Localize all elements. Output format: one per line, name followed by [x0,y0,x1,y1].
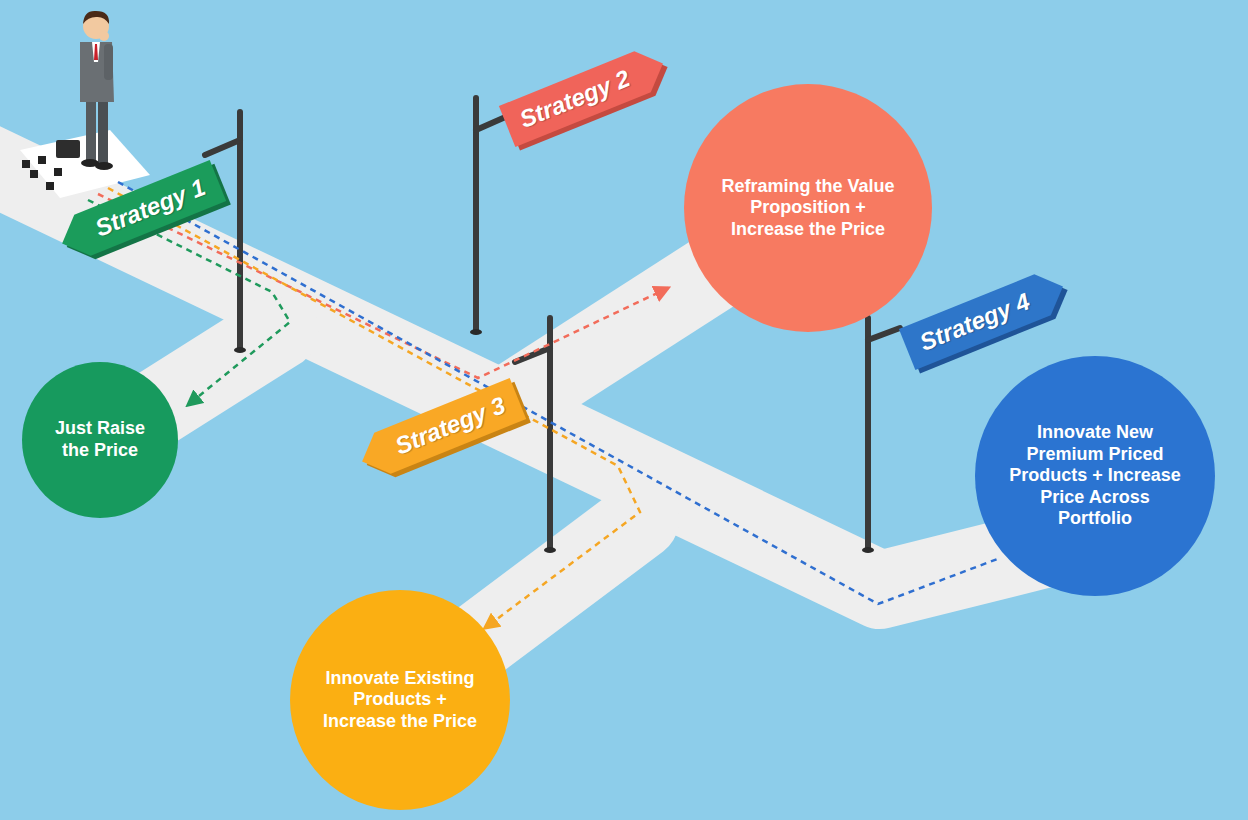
strategy-circle: Innovate New Premium Priced Products + I… [975,356,1215,596]
pole-base [234,329,874,553]
strategy-circle: Just Raise the Price [22,362,178,518]
strategy-circle: Reframing the Value Proposition + Increa… [684,84,932,332]
strategy-description: Innovate New Premium Priced Products + I… [1008,422,1182,530]
strategy-description: Just Raise the Price [43,418,156,461]
strategy-sign: Strategy 4 [899,266,1071,370]
businessman [56,11,114,170]
strategy-sign: Strategy 2 [499,43,671,147]
strategy-circle: Innovate Existing Products + Increase th… [290,590,510,810]
strategy-description: Innovate Existing Products + Increase th… [320,668,480,733]
strategy-description: Reframing the Value Proposition + Increa… [718,176,898,241]
briefcase [56,140,80,158]
